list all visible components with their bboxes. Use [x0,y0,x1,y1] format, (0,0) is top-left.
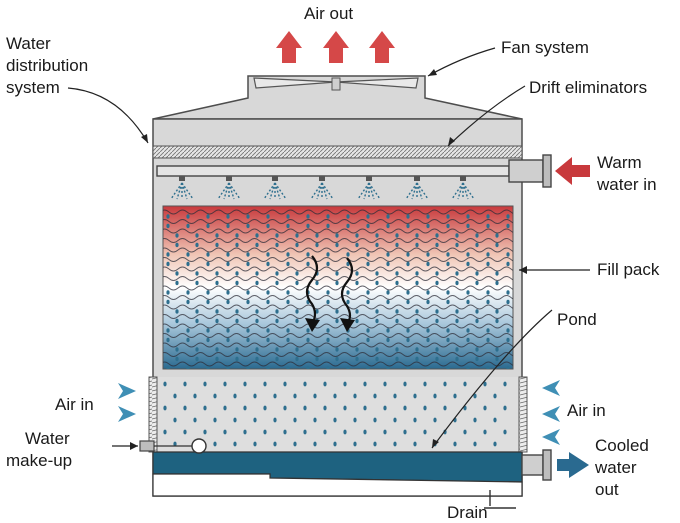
basin-floor [152,473,523,497]
pond-label: Pond [557,310,597,329]
fan-blade-icon [253,77,419,91]
left-arrow-icon [555,157,590,185]
drift-eliminators [152,145,523,159]
water-distribution-label-line-3: system [6,78,60,97]
leader-arrowheads [130,69,527,450]
spray-nozzle-icon [217,176,241,200]
air-in-left-label: Air in [55,395,94,414]
up-arrow-icon [323,31,349,63]
hot-air-paths [305,255,355,332]
distribution-pipe [156,154,552,188]
right-air-inlet-louver [518,376,528,453]
right-arrow-icon [118,383,136,399]
right-arrow-icon [118,406,136,422]
fill-pack [162,205,514,370]
float-ball-icon [191,438,207,454]
up-arrow-icon [369,31,395,63]
water-makeup-label-line-2: make-up [6,451,72,470]
fan-system-label: Fan system [501,38,589,57]
warm-water-in-label-line-2: water in [596,175,657,194]
drain-label: Drain [447,503,488,522]
cooled-water-out-label-line-1: Cooled [595,436,649,455]
water-makeup-label-line-1: Water [25,429,70,448]
spray-nozzle-icon [310,176,334,200]
spray-nozzles [170,176,475,200]
spray-nozzle-icon [263,176,287,200]
left-arrow-icon [542,380,560,396]
left-arrow-icon [542,406,560,422]
cooled-water-outlet-pipe [521,449,552,481]
spray-nozzle-icon [405,176,429,200]
spray-nozzle-icon [451,176,475,200]
spray-nozzle-icon [170,176,194,200]
drain-pipe [484,490,516,509]
cooled-water-out-label-line-2: water [594,458,637,477]
spray-nozzle-icon [357,176,381,200]
right-arrow-icon [557,452,589,478]
rain-droplets [163,381,507,447]
water-distribution-label-line-2: distribution [6,56,88,75]
drift-eliminators-label: Drift eliminators [529,78,647,97]
air-in-right-label: Air in [567,401,606,420]
air-out-label: Air out [304,4,353,23]
warm-water-in-label-line-1: Warm [597,153,642,172]
up-arrow-icon [276,31,302,63]
cooled-water-out-label-line-3: out [595,480,619,499]
water-distribution-label-line-1: Water [6,34,51,53]
water-makeup-inlet [139,438,207,454]
fill-pack-corrugations [163,209,513,369]
air-out-arrows [276,31,395,63]
rain-zone [153,377,522,452]
left-arrow-icon [542,429,560,445]
fill-pack-label: Fill pack [597,260,660,279]
